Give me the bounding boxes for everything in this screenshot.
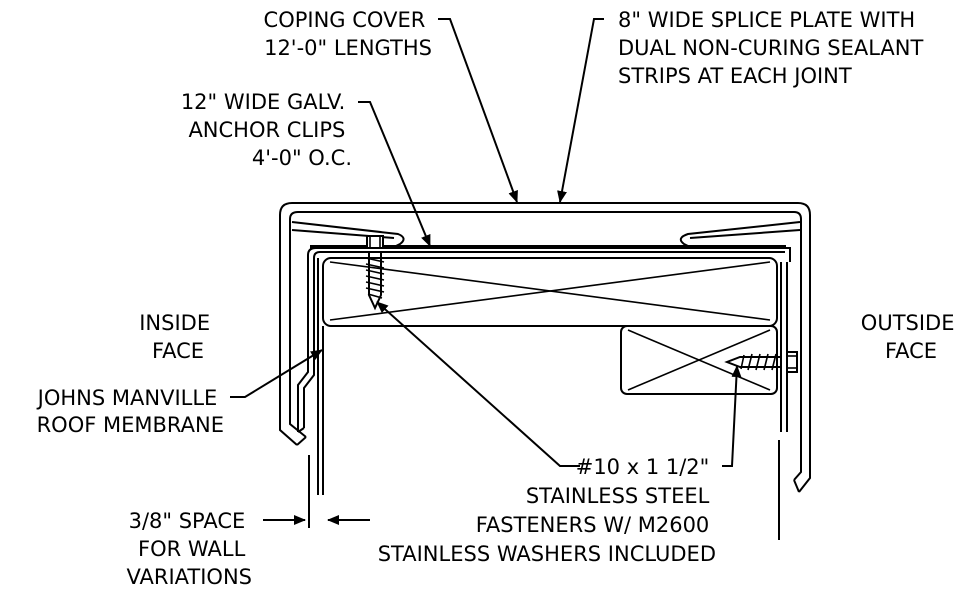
membrane-label: JOHNS MANVILLE ROOF MEMBRANE [36, 386, 224, 437]
vertical-fastener [365, 235, 385, 311]
wood-nailer-outside [620, 325, 778, 395]
wall-lines [308, 258, 780, 540]
wood-nailer-top [322, 257, 778, 327]
inside-face-label: INSIDE FACE [139, 311, 217, 363]
splice-plate-label: 8" WIDE SPLICE PLATE WITH DUAL NON-CURIN… [618, 8, 930, 88]
leader-lines [230, 18, 742, 525]
anchor-clip [297, 245, 791, 433]
coping-cover [279, 202, 811, 493]
horizontal-fastener [724, 351, 798, 373]
wall-space-label: 3/8" SPACE FOR WALL VARIATIONS [127, 509, 253, 589]
outside-clip-leg [780, 262, 788, 432]
coping-cover-label: COPING COVER 12'-0" LENGTHS [264, 8, 432, 60]
anchor-clips-label: 12" WIDE GALV. ANCHOR CLIPS 4'-0" O.C. [181, 90, 352, 170]
outside-face-label: OUTSIDE FACE [861, 311, 961, 363]
fasteners-label: #10 x 1 1/2" STAINLESS STEEL FASTENERS W… [378, 455, 716, 566]
